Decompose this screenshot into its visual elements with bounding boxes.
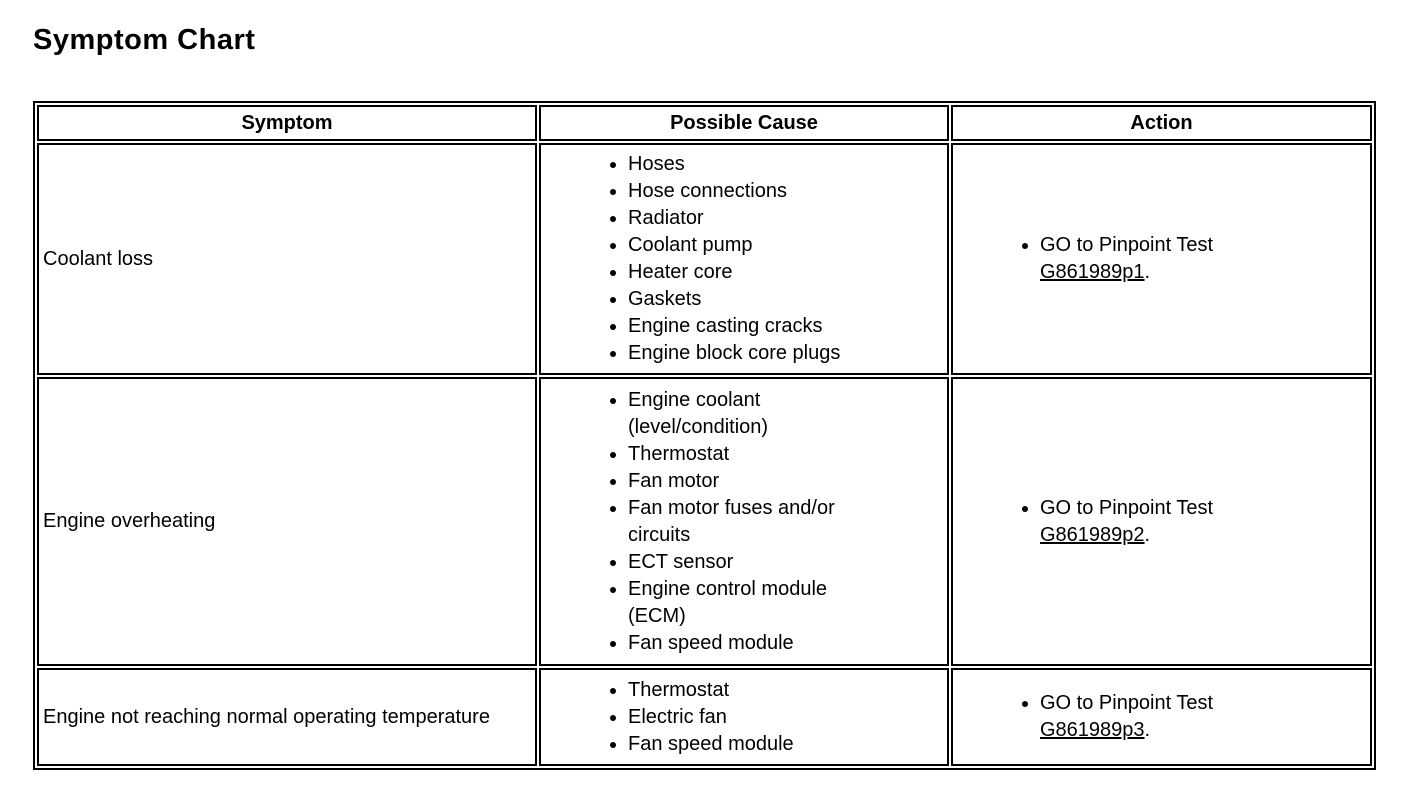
column-header-possible-cause: Possible Cause xyxy=(539,105,949,141)
cause-item: Engine block core plugs xyxy=(628,340,876,367)
cause-list: Engine coolant (level/condition)Thermost… xyxy=(543,387,945,657)
action-item: GO to Pinpoint Test G861989p2. xyxy=(1040,495,1288,549)
cause-item: Hoses xyxy=(628,151,876,178)
table-row-coolant-loss: Coolant loss HosesHose connectionsRadiat… xyxy=(37,143,1372,375)
column-header-symptom: Symptom xyxy=(37,105,537,141)
cause-list: HosesHose connectionsRadiatorCoolant pum… xyxy=(543,151,945,367)
table-row-engine-not-reaching-temperature: Engine not reaching normal operating tem… xyxy=(37,668,1372,766)
cause-item: Engine casting cracks xyxy=(628,313,876,340)
action-text-suffix: . xyxy=(1144,719,1151,741)
cause-item: Fan speed module xyxy=(628,731,876,758)
cause-item: Fan motor xyxy=(628,468,876,495)
page-title: Symptom Chart xyxy=(33,24,256,56)
possible-cause-cell: HosesHose connectionsRadiatorCoolant pum… xyxy=(539,143,949,375)
cause-item: Fan speed module xyxy=(628,630,876,657)
header-row: Symptom Possible Cause Action xyxy=(37,105,1372,141)
pinpoint-test-link[interactable]: G861989p2 xyxy=(1040,523,1145,546)
possible-cause-cell: ThermostatElectric fanFan speed module xyxy=(539,668,949,766)
action-item: GO to Pinpoint Test G861989p1. xyxy=(1040,232,1288,286)
cause-item: Electric fan xyxy=(628,704,876,731)
action-list: GO to Pinpoint Test G861989p3. xyxy=(955,690,1368,744)
symptom-cell: Engine overheating xyxy=(37,377,537,666)
cause-item: ECT sensor xyxy=(628,549,876,576)
action-text: GO to Pinpoint Test xyxy=(1040,692,1214,714)
action-cell: GO to Pinpoint Test G861989p2. xyxy=(951,377,1372,666)
cause-item: Gaskets xyxy=(628,286,876,313)
action-cell: GO to Pinpoint Test G861989p1. xyxy=(951,143,1372,375)
cause-item: Engine coolant (level/condition) xyxy=(628,387,876,441)
cause-item: Engine control module (ECM) xyxy=(628,576,876,630)
column-header-action: Action xyxy=(951,105,1372,141)
action-text-suffix: . xyxy=(1144,523,1151,546)
action-list: GO to Pinpoint Test G861989p1. xyxy=(955,232,1368,286)
symptom-chart-table: Symptom Possible Cause Action Coolant lo… xyxy=(33,101,1376,770)
cause-item: Heater core xyxy=(628,259,876,286)
pinpoint-test-link[interactable]: G861989p1 xyxy=(1040,261,1145,283)
pinpoint-test-link[interactable]: G861989p3 xyxy=(1040,719,1145,741)
action-cell: GO to Pinpoint Test G861989p3. xyxy=(951,668,1372,766)
possible-cause-cell: Engine coolant (level/condition)Thermost… xyxy=(539,377,949,666)
symptom-cell: Engine not reaching normal operating tem… xyxy=(37,668,537,766)
action-text-suffix: . xyxy=(1144,261,1151,283)
cause-item: Thermostat xyxy=(628,441,876,468)
cause-item: Hose connections xyxy=(628,178,876,205)
action-text: GO to Pinpoint Test xyxy=(1040,496,1214,519)
action-item: GO to Pinpoint Test G861989p3. xyxy=(1040,690,1288,744)
table-row-engine-overheating: Engine overheating Engine coolant (level… xyxy=(37,377,1372,666)
action-list: GO to Pinpoint Test G861989p2. xyxy=(955,495,1368,549)
action-text: GO to Pinpoint Test xyxy=(1040,234,1214,256)
symptom-cell: Coolant loss xyxy=(37,143,537,375)
cause-list: ThermostatElectric fanFan speed module xyxy=(543,677,945,758)
cause-item: Fan motor fuses and/or circuits xyxy=(628,495,876,549)
cause-item: Coolant pump xyxy=(628,232,876,259)
cause-item: Thermostat xyxy=(628,677,876,704)
cause-item: Radiator xyxy=(628,205,876,232)
